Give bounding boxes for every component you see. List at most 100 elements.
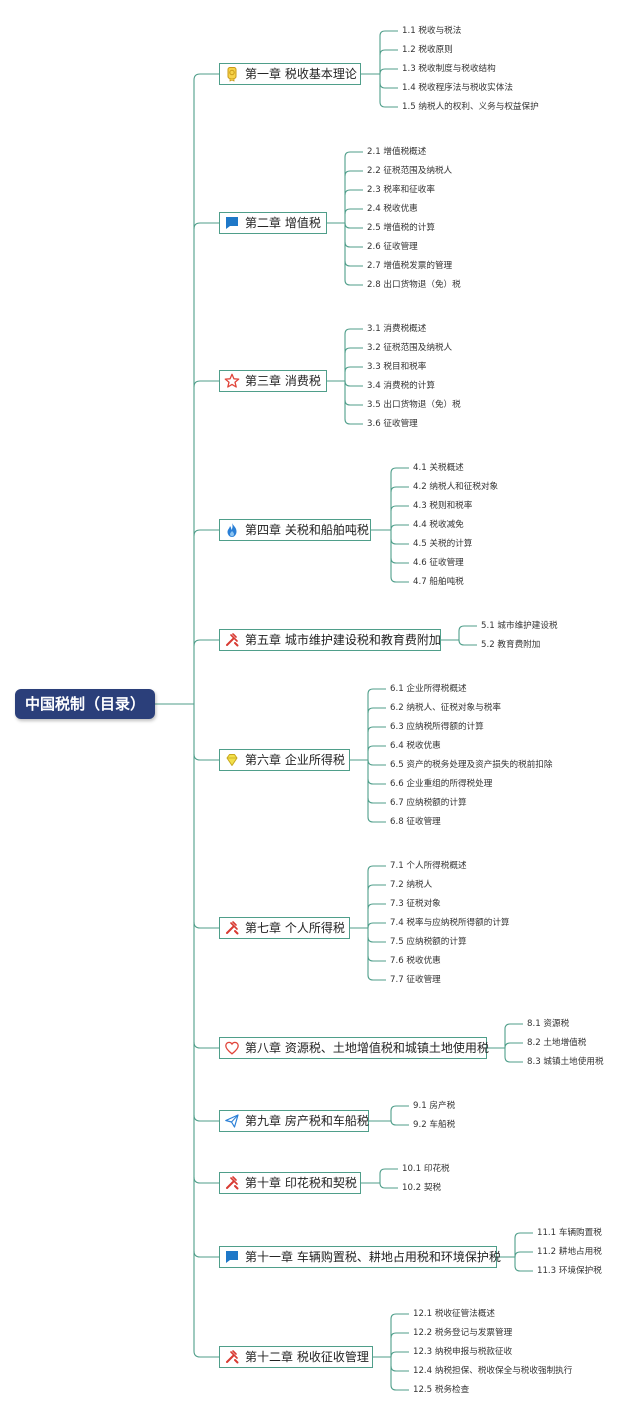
connector-line <box>367 726 386 733</box>
section-item[interactable]: 4.7 船舶吨税 <box>413 577 464 587</box>
section-item[interactable]: 7.4 税率与应纳税所得额的计算 <box>390 918 510 928</box>
section-item[interactable]: 3.4 消费税的计算 <box>367 381 435 391</box>
connector-line <box>367 759 386 766</box>
section-item[interactable]: 6.7 应纳税额的计算 <box>390 798 467 808</box>
section-item[interactable]: 3.5 出口货物退（免）税 <box>367 400 461 410</box>
section-item[interactable]: 2.6 征收管理 <box>367 242 418 252</box>
section-item[interactable]: 8.1 资源税 <box>527 1019 570 1029</box>
connector-line <box>379 82 398 89</box>
connector-line <box>344 170 363 177</box>
section-item[interactable]: 11.1 车辆购置税 <box>537 1228 602 1238</box>
section-item[interactable]: 2.8 出口货物退（免）税 <box>367 280 461 290</box>
section-item[interactable]: 7.7 征收管理 <box>390 975 441 985</box>
section-item[interactable]: 12.3 纳税申报与税款征收 <box>413 1347 513 1357</box>
section-item[interactable]: 4.2 纳税人和征税对象 <box>413 482 499 492</box>
connector-line <box>344 151 363 158</box>
section-item[interactable]: 8.2 土地增值税 <box>527 1038 587 1048</box>
root-node[interactable]: 中国税制（目录） <box>15 689 155 719</box>
section-item[interactable]: 3.2 征税范围及纳税人 <box>367 343 453 353</box>
section-item[interactable]: 12.1 税收征管法概述 <box>413 1309 496 1319</box>
section-item[interactable]: 7.3 征税对象 <box>390 899 441 909</box>
section-item[interactable]: 3.3 税目和税率 <box>367 362 427 372</box>
section-item[interactable]: 6.5 资产的税务处理及资产损失的税前扣除 <box>390 760 553 770</box>
connector-line <box>390 1351 409 1358</box>
connector-line <box>344 399 363 406</box>
section-item[interactable]: 4.4 税收减免 <box>413 520 464 530</box>
section-item[interactable]: 2.5 增值税的计算 <box>367 223 435 233</box>
section-item[interactable]: 2.3 税率和征收率 <box>367 185 435 195</box>
connector-line <box>379 30 398 37</box>
section-item[interactable]: 2.7 增值税发票的管理 <box>367 261 453 271</box>
chapter-node[interactable]: 第十章 印花税和契税 <box>219 1172 361 1194</box>
connector-line <box>344 279 363 286</box>
section-item[interactable]: 9.2 车船税 <box>413 1120 456 1130</box>
section-item[interactable]: 3.1 消费税概述 <box>367 324 427 334</box>
connector-line <box>367 936 386 943</box>
connector-line <box>344 222 363 229</box>
section-item[interactable]: 10.1 印花税 <box>402 1164 450 1174</box>
section-item[interactable]: 3.6 征收管理 <box>367 419 418 429</box>
section-item[interactable]: 7.5 应纳税额的计算 <box>390 937 467 947</box>
section-item[interactable]: 7.6 税收优惠 <box>390 956 441 966</box>
section-item[interactable]: 6.2 纳税人、征税对象与税率 <box>390 703 501 713</box>
section-item[interactable]: 1.4 税收程序法与税收实体法 <box>402 83 513 93</box>
section-item[interactable]: 11.3 环境保护税 <box>537 1266 602 1276</box>
section-item[interactable]: 6.3 应纳税所得额的计算 <box>390 722 484 732</box>
chapter-node[interactable]: 第三章 消费税 <box>219 370 327 392</box>
section-item[interactable]: 4.3 税则和税率 <box>413 501 473 511</box>
section-item[interactable]: 11.2 耕地占用税 <box>537 1247 602 1257</box>
connector-line <box>514 1265 533 1272</box>
chapter-node[interactable]: 第八章 资源税、土地增值税和城镇土地使用税 <box>219 1037 489 1059</box>
section-item[interactable]: 12.5 税务检查 <box>413 1385 470 1395</box>
chapter-node[interactable]: 第七章 个人所得税 <box>219 917 350 939</box>
connector-line <box>344 366 363 373</box>
connector-line <box>367 816 386 823</box>
section-item[interactable]: 2.2 征税范围及纳税人 <box>367 166 453 176</box>
section-item[interactable]: 6.1 企业所得税概述 <box>390 684 467 694</box>
connector-line <box>504 1042 523 1049</box>
chapter-node[interactable]: 第九章 房产税和车船税 <box>219 1110 369 1132</box>
section-item[interactable]: 4.1 关税概述 <box>413 463 464 473</box>
connector-line <box>344 328 363 335</box>
chapter-node[interactable]: 第六章 企业所得税 <box>219 749 350 771</box>
section-item[interactable]: 4.6 征收管理 <box>413 558 464 568</box>
section-item[interactable]: 6.4 税收优惠 <box>390 741 441 751</box>
section-item[interactable]: 1.5 纳税人的权利、义务与权益保护 <box>402 102 539 112</box>
tools-icon <box>224 1175 240 1191</box>
section-item[interactable]: 1.2 税收原则 <box>402 45 453 55</box>
chapter-node[interactable]: 第五章 城市维护建设税和教育费附加 <box>219 629 441 651</box>
connector-line <box>193 1041 219 1049</box>
section-item[interactable]: 7.2 纳税人 <box>390 880 433 890</box>
section-item[interactable]: 12.4 纳税担保、税收保全与税收强制执行 <box>413 1366 573 1376</box>
chapter-node[interactable]: 第一章 税收基本理论 <box>219 63 361 85</box>
section-item[interactable]: 4.5 关税的计算 <box>413 539 473 549</box>
section-item[interactable]: 5.2 教育费附加 <box>481 640 541 650</box>
section-item[interactable]: 6.6 企业重组的所得税处理 <box>390 779 493 789</box>
connector-line <box>367 797 386 804</box>
connector-line <box>458 625 477 632</box>
chapter-node[interactable]: 第十二章 税收征收管理 <box>219 1346 373 1368</box>
section-item[interactable]: 10.2 契税 <box>402 1183 442 1193</box>
chapter-node[interactable]: 第二章 增值税 <box>219 212 327 234</box>
section-item[interactable]: 2.4 税收优惠 <box>367 204 418 214</box>
flag-icon <box>224 1249 240 1265</box>
section-item[interactable]: 5.1 城市维护建设税 <box>481 621 558 631</box>
connector-line <box>193 1350 219 1358</box>
connector-line <box>379 1182 398 1189</box>
section-item[interactable]: 7.1 个人所得税概述 <box>390 861 467 871</box>
connector-line <box>390 1119 409 1126</box>
section-item[interactable]: 6.8 征收管理 <box>390 817 441 827</box>
section-item[interactable]: 8.3 城镇土地使用税 <box>527 1057 604 1067</box>
section-item[interactable]: 12.2 税务登记与发票管理 <box>413 1328 513 1338</box>
section-item[interactable]: 1.1 税收与税法 <box>402 26 462 36</box>
section-item[interactable]: 1.3 税收制度与税收结构 <box>402 64 496 74</box>
chapter-node[interactable]: 第四章 关税和船舶吨税 <box>219 519 371 541</box>
connector-line <box>193 1114 219 1122</box>
send-icon <box>224 1113 240 1129</box>
chapter-node[interactable]: 第十一章 车辆购置税、耕地占用税和环境保护税 <box>219 1246 501 1268</box>
section-item[interactable]: 9.1 房产税 <box>413 1101 456 1111</box>
connector-line <box>379 1168 398 1175</box>
connector-line <box>504 1023 523 1030</box>
section-item[interactable]: 2.1 增值税概述 <box>367 147 427 157</box>
